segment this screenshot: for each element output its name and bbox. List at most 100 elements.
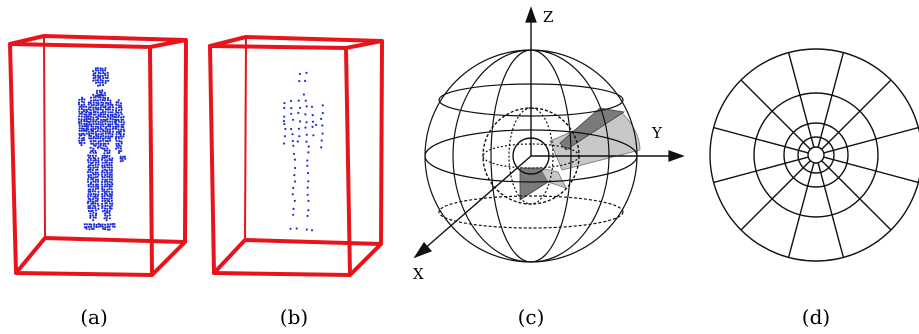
cloud-point: [90, 185, 93, 188]
cloud-point: [119, 111, 122, 114]
cloud-point: [117, 151, 121, 155]
cloud-point: [298, 72, 301, 76]
cloud-point: [108, 187, 111, 190]
cloud-point: [78, 124, 81, 127]
cloud-point: [120, 123, 123, 126]
cloud-point: [77, 103, 81, 106]
cloud-point: [102, 129, 105, 133]
cloud-point: [109, 103, 112, 106]
cloud-point: [283, 115, 286, 118]
cloud-point: [105, 161, 108, 164]
cloud-point: [99, 142, 102, 145]
cloud-point: [80, 134, 83, 137]
cloud-point: [91, 198, 95, 201]
cloud-point: [94, 69, 98, 72]
cloud-point: [103, 228, 107, 231]
cloud-point: [106, 210, 109, 213]
cloud-point: [94, 76, 97, 79]
cloud-point: [101, 67, 104, 70]
cloud-point: [120, 116, 123, 119]
cloud-point: [101, 79, 104, 82]
cloud-point: [88, 113, 91, 116]
cloud-point: [87, 166, 90, 169]
cloud-point: [94, 110, 97, 113]
cloud-point: [104, 161, 107, 164]
cloud-point: [106, 108, 110, 111]
cloud-point: [89, 118, 92, 121]
cloud-point: [108, 130, 111, 133]
cloud-point: [106, 139, 109, 143]
cloud-point: [321, 124, 324, 127]
cloud-point: [89, 166, 92, 169]
cloud-point: [87, 103, 90, 106]
cloud-point: [102, 101, 105, 104]
cloud-point: [85, 122, 88, 126]
cloud-point: [108, 151, 111, 154]
cloud-point: [315, 123, 318, 126]
cloud-point: [97, 190, 100, 193]
cloud-point: [97, 102, 100, 105]
cloud-point: [86, 110, 89, 113]
cloud-point: [103, 188, 106, 191]
cloud-point: [87, 193, 90, 196]
cloud-point: [92, 118, 95, 121]
cloud-point: [92, 113, 95, 116]
cloud-point: [111, 123, 114, 126]
cloud-point: [119, 130, 122, 133]
cloud-point: [92, 173, 95, 176]
cloud-point: [104, 97, 107, 100]
cloud-point: [83, 226, 86, 229]
cloud-point: [96, 111, 100, 114]
cloud-point: [87, 130, 91, 133]
polar-spoke: [740, 79, 811, 150]
cloud-point: [104, 137, 107, 140]
cloud-point: [95, 92, 99, 95]
cloud-point: [90, 128, 93, 131]
cloud-point: [97, 145, 100, 148]
cloud-point: [86, 159, 90, 162]
cloud-point: [120, 150, 123, 153]
cloud-point: [92, 122, 95, 126]
cloud-point: [94, 144, 97, 147]
cloud-point: [117, 118, 120, 121]
cloud-point: [100, 101, 103, 104]
cloud-point: [103, 164, 106, 167]
cloud-point: [92, 125, 95, 128]
cloud-point: [83, 125, 86, 128]
cloud-point: [99, 108, 102, 111]
cloud-point: [306, 164, 309, 167]
cloud-point: [96, 197, 99, 200]
cloud-point: [89, 188, 92, 191]
cloud-point: [110, 159, 113, 162]
cloud-point: [92, 180, 95, 183]
cloud-point: [304, 126, 307, 129]
cloud-point: [102, 115, 105, 118]
cloud-point: [119, 145, 122, 148]
cloud-point: [94, 185, 98, 188]
cloud-point: [89, 101, 92, 105]
x-arrow-icon: [413, 242, 433, 259]
cloud-point: [108, 214, 111, 217]
cloud-point: [97, 204, 100, 207]
cloud-point: [91, 168, 94, 172]
cloud-point: [80, 127, 84, 130]
cloud-point: [85, 120, 89, 123]
cloud-point: [92, 202, 95, 205]
cloud-point: [108, 217, 111, 220]
cloud-point: [83, 120, 86, 123]
cloud-point: [103, 192, 106, 195]
cloud-point: [104, 168, 107, 171]
cloud-point: [108, 120, 112, 123]
cloud-point: [110, 185, 113, 188]
cloud-point: [81, 96, 84, 99]
cloud-point: [115, 116, 118, 119]
cloud-point: [294, 180, 297, 183]
cloud-point: [110, 181, 113, 184]
cloud-point: [109, 108, 112, 111]
cloud-point: [320, 139, 323, 142]
cloud-point: [106, 166, 109, 169]
cloud-point: [92, 176, 95, 179]
cloud-point: [94, 154, 97, 157]
cloud-point: [90, 162, 93, 165]
cloud-point: [298, 135, 301, 138]
